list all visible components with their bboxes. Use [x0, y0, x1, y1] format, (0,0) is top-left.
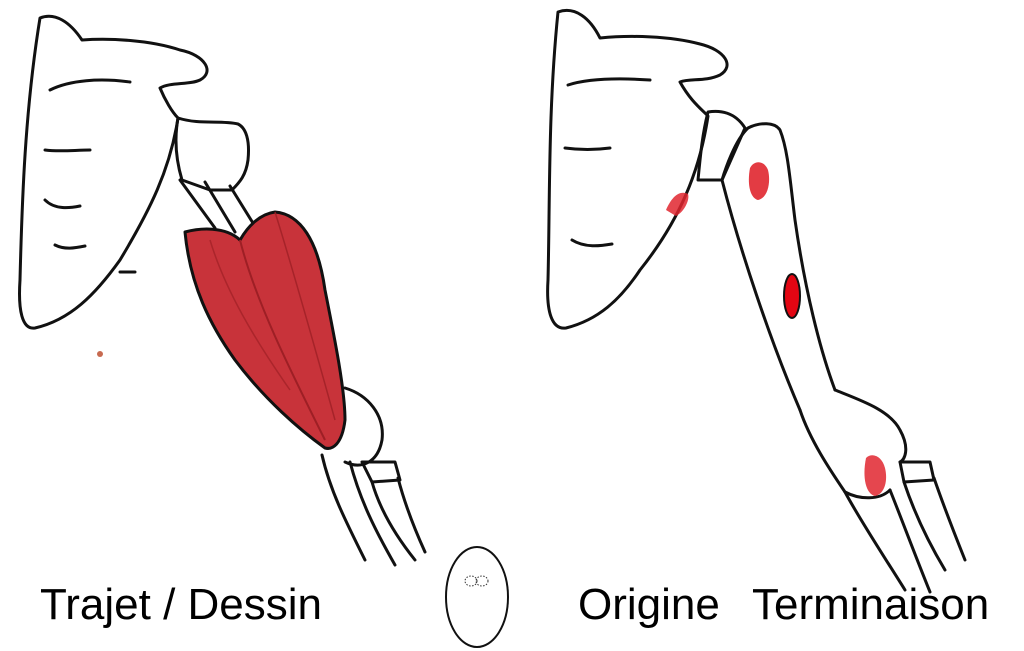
marker-ellipse — [784, 274, 800, 318]
caption-trajet-dessin: Trajet / Dessin — [40, 583, 322, 627]
caption-terminaison: Terminaison — [752, 583, 989, 627]
ink-speck — [97, 351, 103, 357]
oval-with-infinity-icon — [446, 547, 508, 647]
caption-origine: Origine — [578, 583, 720, 627]
